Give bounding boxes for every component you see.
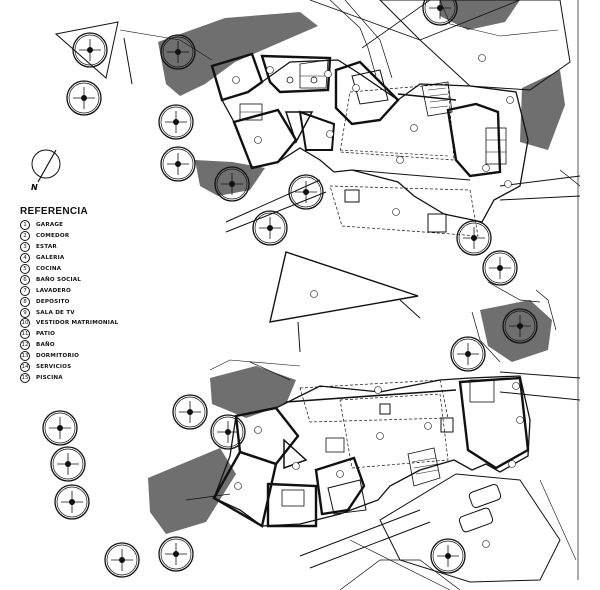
legend-item: 3 ESTAR xyxy=(20,242,160,253)
legend-item: 1 GARAGE xyxy=(20,220,160,231)
legend-number: 6 xyxy=(20,274,30,285)
legend-number: 15 xyxy=(20,372,30,383)
legend-item: 8 DEPOSITO xyxy=(20,296,160,307)
legend-number: 5 xyxy=(20,264,30,274)
legend-number: 8 xyxy=(20,296,30,307)
legend-item: 6 BAÑO SOCIAL xyxy=(20,274,160,285)
legend-title: REFERENCIA xyxy=(20,206,89,217)
legend-label: PISCINA xyxy=(36,374,63,381)
room-numbers xyxy=(232,54,524,548)
legend-item: 15 PISCINA xyxy=(20,372,160,383)
north-label: N xyxy=(31,183,38,192)
legend-label: LAVADERO xyxy=(36,287,71,294)
legend-number: 3 xyxy=(20,242,30,253)
upper-house-plan xyxy=(119,0,581,237)
legend-label: DORMITORIO xyxy=(36,353,80,360)
legend-item: 4 GALERIA xyxy=(20,253,160,264)
legend-label: BAÑO SOCIAL xyxy=(36,276,82,283)
legend-number: 10 xyxy=(20,318,30,329)
pool xyxy=(269,251,421,353)
legend-label: GALERIA xyxy=(36,255,65,262)
site-boundary-lines xyxy=(249,0,579,590)
legend-item: 5 COCINA xyxy=(20,264,160,275)
legend-item: 14 SERVICIOS xyxy=(20,362,160,373)
legend-number: 13 xyxy=(20,351,30,362)
landscape-dark-zones xyxy=(148,0,565,534)
legend-item: 9 SALA DE TV xyxy=(20,307,160,318)
legend-number: 1 xyxy=(20,220,30,231)
legend-item: 13 DORMITORIO xyxy=(20,351,160,362)
legend-number: 4 xyxy=(20,253,30,264)
legend-item: 10 VESTIDOR MATRIMONIAL xyxy=(20,318,160,329)
north-arrow-icon xyxy=(31,149,61,183)
legend-label: COCINA xyxy=(36,266,62,272)
legend-label: SALA DE TV xyxy=(36,309,75,316)
legend-label: PATIO xyxy=(36,331,56,338)
site-marker xyxy=(54,21,133,85)
legend-number: 9 xyxy=(20,307,30,318)
legend-label: DEPOSITO xyxy=(36,298,70,305)
legend-label: GARAGE xyxy=(36,222,64,229)
lower-house-plan xyxy=(185,359,581,590)
legend-item: 7 LAVADERO xyxy=(20,285,160,296)
legend: REFERENCIA 1 GARAGE 2 COMEDOR 3 ESTAR 4 GALE… xyxy=(20,206,160,383)
legend-label: BAÑO xyxy=(36,342,55,349)
legend-label: VESTIDOR MATRIMONIAL xyxy=(36,320,119,327)
legend-label: ESTAR xyxy=(36,244,57,251)
legend-number: 14 xyxy=(20,362,30,373)
legend-item: 12 BAÑO xyxy=(20,340,160,351)
legend-number: 2 xyxy=(20,231,30,242)
legend-number: 12 xyxy=(20,340,30,351)
legend-number: 7 xyxy=(20,285,30,296)
legend-label: COMEDOR xyxy=(36,233,70,240)
legend-number: 11 xyxy=(20,329,30,340)
legend-item: 11 PATIO xyxy=(20,329,160,340)
legend-label: SERVICIOS xyxy=(36,364,72,371)
legend-item: 2 COMEDOR xyxy=(20,231,160,242)
